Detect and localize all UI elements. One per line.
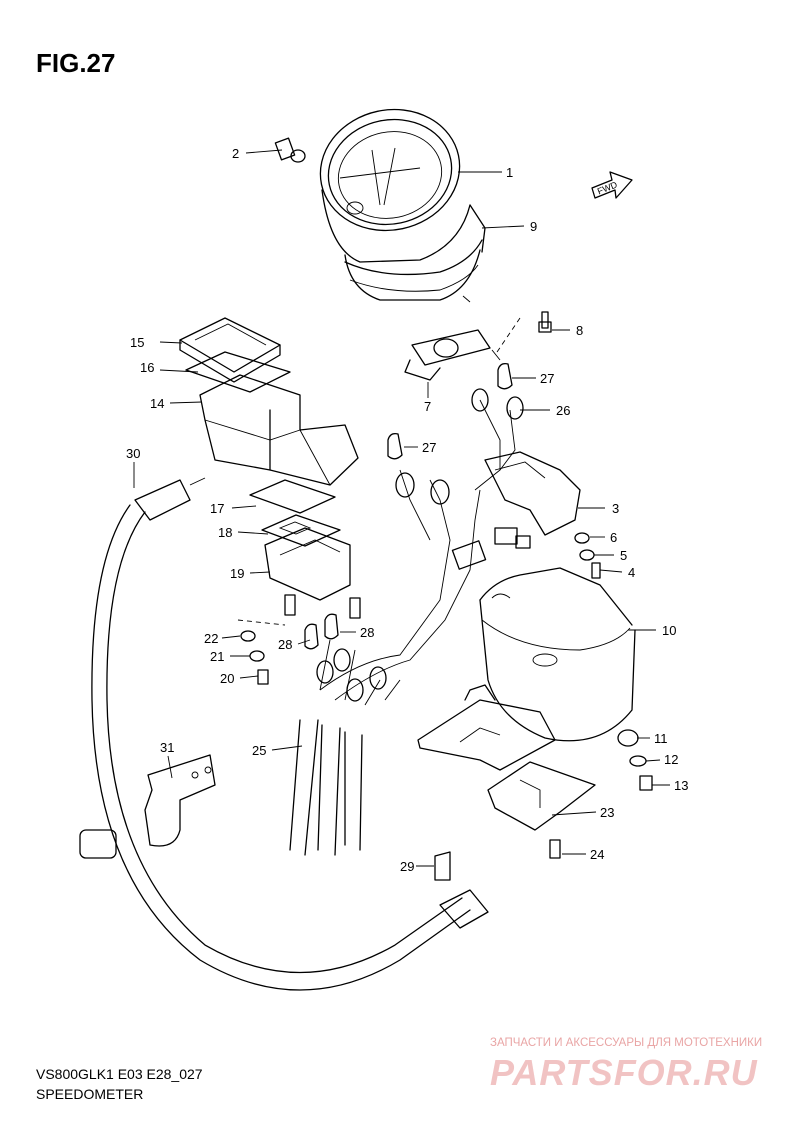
speedometer-gauge-part <box>319 108 486 303</box>
callout-15: 15 <box>130 335 144 350</box>
callout-5: 5 <box>620 548 627 563</box>
bulb-socket-part <box>274 137 306 163</box>
callout-27a: 27 <box>540 371 554 386</box>
callout-30: 30 <box>126 446 140 461</box>
mount-bolt-parts <box>434 839 561 881</box>
meter-case-part <box>479 567 636 742</box>
figure-title: FIG.27 <box>36 48 116 78</box>
callout-19: 19 <box>230 566 244 581</box>
watermark-tagline: ЗАПЧАСТИ И АКСЕССУАРЫ ДЛЯ МОТОТЕХНИКИ <box>490 1037 763 1049</box>
callout-27b: 27 <box>422 440 436 455</box>
meter-bracket-part <box>404 311 552 381</box>
wire-cover-part <box>484 451 581 549</box>
callout-4: 4 <box>628 565 635 580</box>
callout-16: 16 <box>140 360 154 375</box>
callout-25: 25 <box>252 743 266 758</box>
callout-10: 10 <box>662 623 676 638</box>
callout-26: 26 <box>556 403 570 418</box>
watermark-logo: PARTSFOR.RU <box>490 1052 758 1093</box>
screw-washer-parts <box>237 619 286 685</box>
callout-17: 17 <box>210 501 224 516</box>
callout-1: 1 <box>506 165 513 180</box>
lens-gasket-part <box>185 351 291 393</box>
wiring-harness-part <box>289 388 524 856</box>
callout-21: 21 <box>210 649 224 664</box>
callout-24: 24 <box>590 847 604 862</box>
bulb-parts <box>304 362 513 650</box>
callout-29: 29 <box>400 859 414 874</box>
callout-14: 14 <box>150 396 164 411</box>
callout-18: 18 <box>218 525 232 540</box>
indicator-lens-part <box>179 317 281 383</box>
leader-lines <box>133 149 670 867</box>
fwd-arrow-icon: FWD <box>591 171 633 199</box>
speedometer-cable-part <box>79 477 489 991</box>
callout-9: 9 <box>530 219 537 234</box>
grommet-washer-bolt-parts <box>617 729 653 791</box>
callout-23: 23 <box>600 805 614 820</box>
callout-28b: 28 <box>360 625 374 640</box>
model-code: VS800GLK1 E03 E28_027 <box>36 1066 203 1082</box>
callout-20: 20 <box>220 671 234 686</box>
callout-8: 8 <box>576 323 583 338</box>
callout-12: 12 <box>664 752 678 767</box>
callout-28a: 28 <box>278 637 292 652</box>
callout-22: 22 <box>204 631 218 646</box>
indicator-holder-part <box>249 479 361 619</box>
washer-bolt-parts <box>574 532 601 579</box>
callout-11: 11 <box>654 731 668 746</box>
callout-6: 6 <box>610 530 617 545</box>
indicator-housing-part <box>199 374 359 486</box>
callout-numbers: 1 2 3 4 5 6 7 8 9 10 11 12 13 14 15 16 1… <box>126 146 688 874</box>
callout-2: 2 <box>232 146 239 161</box>
callout-3: 3 <box>612 501 619 516</box>
section-name: SPEEDOMETER <box>36 1086 144 1102</box>
callout-31: 31 <box>160 740 174 755</box>
case-bracket-part <box>417 684 596 831</box>
cable-bracket-part <box>144 754 216 847</box>
callout-13: 13 <box>674 778 688 793</box>
callout-7: 7 <box>424 399 431 414</box>
